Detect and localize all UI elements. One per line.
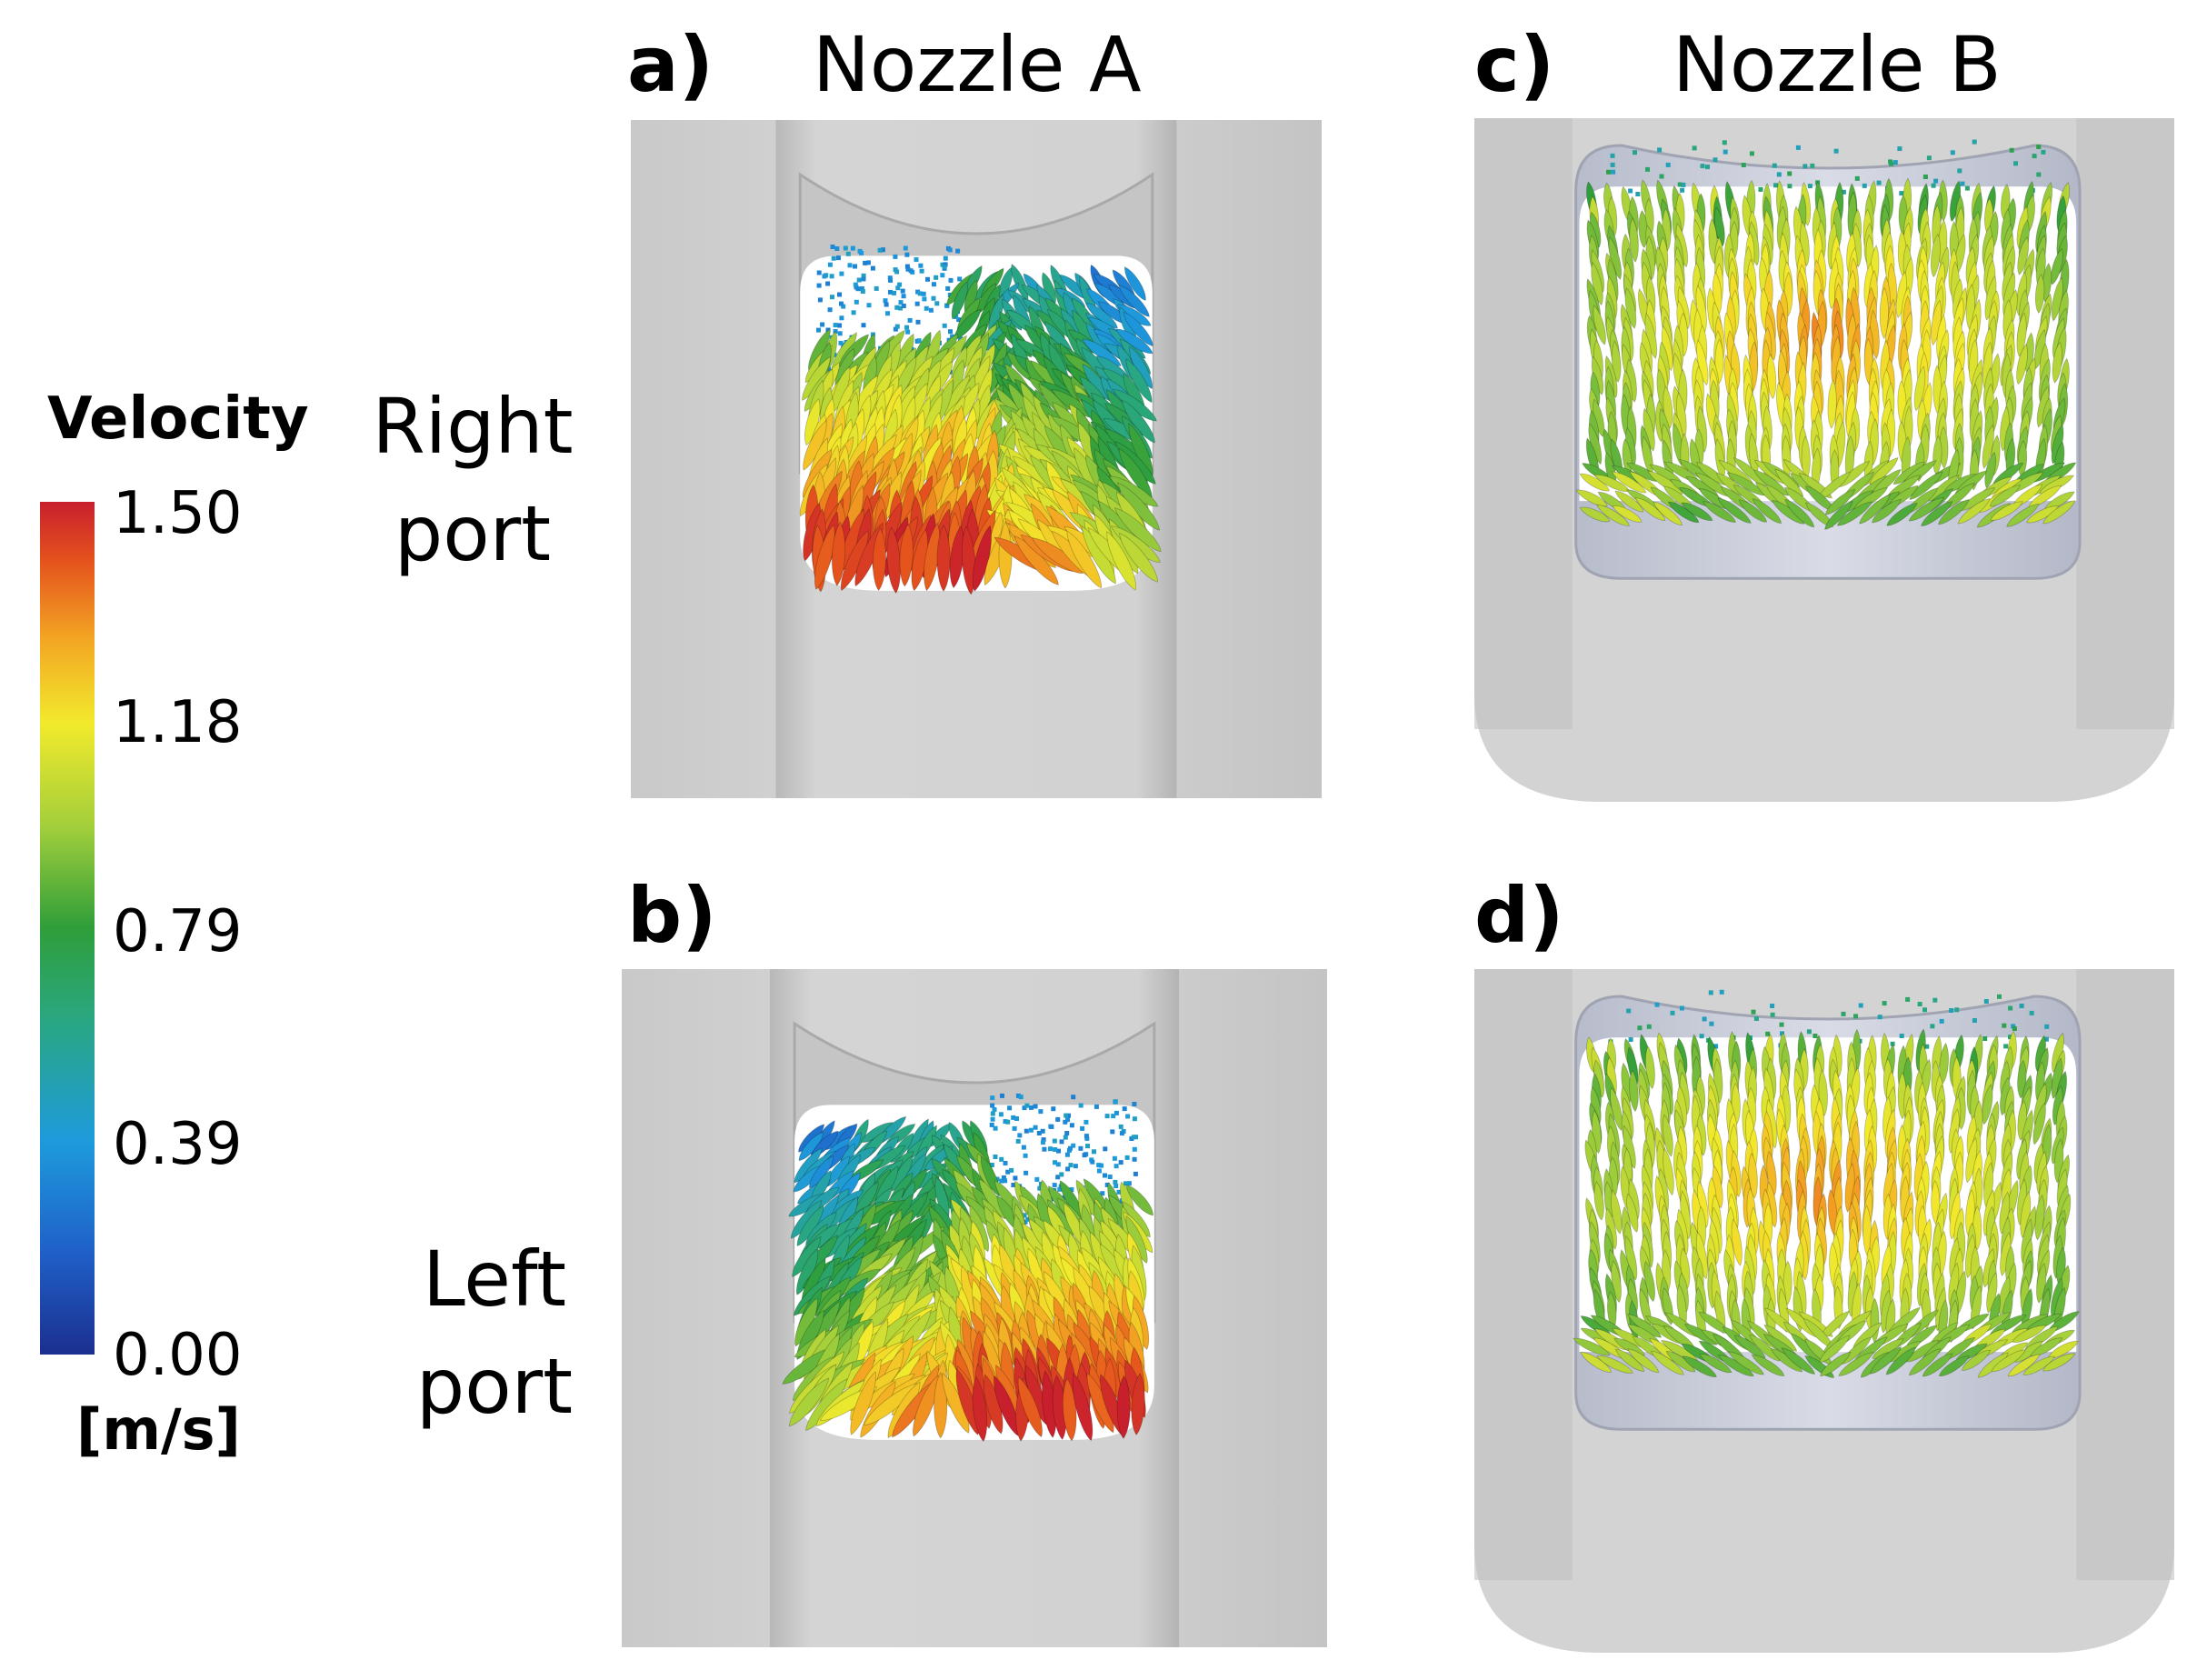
row-label-left-port: Left port	[415, 1235, 574, 1431]
panel-c-render	[1474, 118, 2174, 802]
velocity-glyphs-b	[782, 1093, 1153, 1443]
panel-b-render	[622, 969, 1327, 1647]
colorbar-tick-max: 1.50	[113, 480, 243, 547]
column-title-nozzle-a: Nozzle A	[813, 20, 1142, 109]
colorbar	[40, 502, 95, 1355]
colorbar-tick-4: 0.39	[113, 1111, 243, 1178]
colorbar-tick-3: 0.79	[113, 898, 243, 965]
velocity-glyphs-d	[1573, 989, 2080, 1378]
colorbar-title: Velocity	[47, 385, 309, 453]
velocity-glyphs-c	[1575, 139, 2077, 530]
colorbar-unit: [m/s]	[76, 1396, 241, 1463]
colorbar-tick-min: 0.00	[113, 1322, 243, 1389]
panel-d-render	[1474, 969, 2174, 1653]
panel-label-d: d)	[1474, 871, 1564, 960]
panel-label-c: c)	[1474, 20, 1555, 109]
column-title-nozzle-b: Nozzle B	[1673, 20, 2002, 109]
row-label-right-port: Right port	[372, 382, 574, 578]
panel-a-render	[631, 120, 1322, 798]
colorbar-tick-2: 1.18	[113, 689, 243, 756]
velocity-glyphs-a	[799, 245, 1162, 595]
panel-label-a: a)	[627, 20, 714, 109]
panel-label-b: b)	[627, 871, 717, 960]
